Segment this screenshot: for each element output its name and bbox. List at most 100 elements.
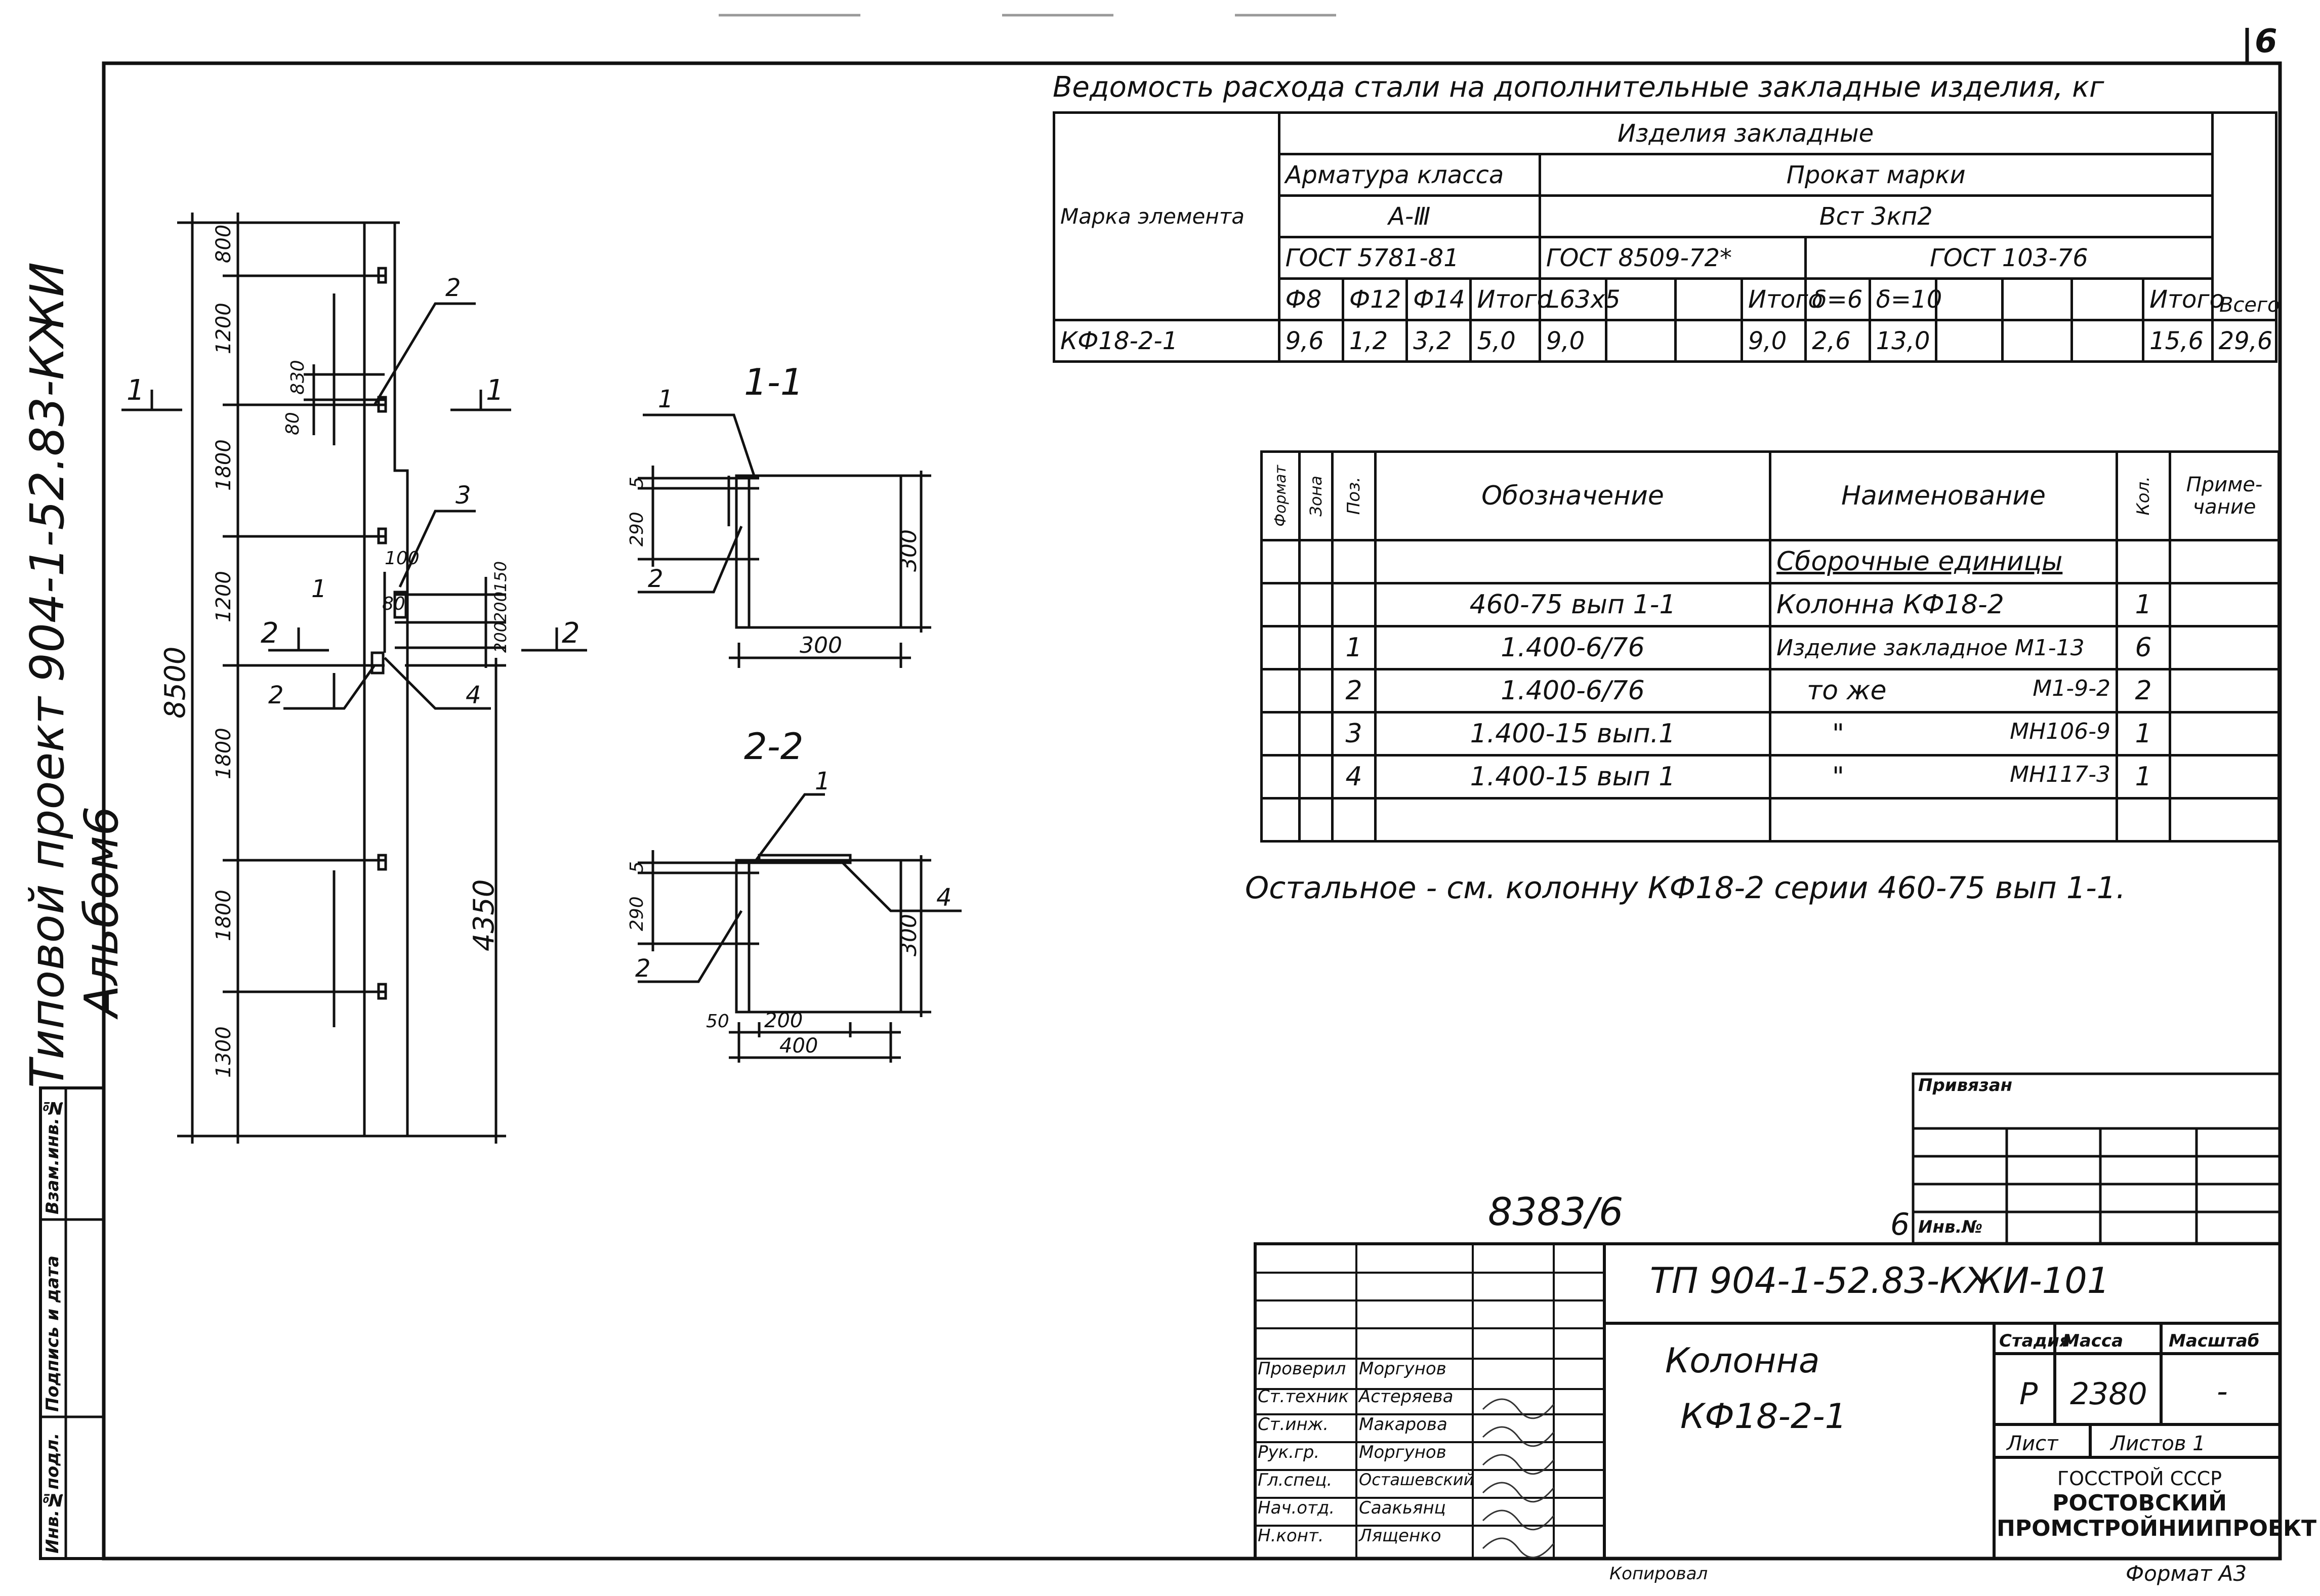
- steel-table-title: Ведомость расхода стали на дополнительны…: [1053, 71, 2104, 104]
- table-cell: [1331, 582, 1377, 627]
- section-2-2: 2-2 1 2 4 5 290 300 50 200 400: [627, 725, 962, 1063]
- spec-table: Формат Зона Поз. Обозначение Наименовани…: [1260, 450, 2280, 843]
- col-h: Ф14: [1405, 277, 1472, 321]
- pos-2a: 2: [445, 274, 461, 302]
- dim-830: 830: [287, 360, 308, 395]
- tb-name-0: Моргунов: [1359, 1359, 1446, 1379]
- tb-name-6: Лященко: [1359, 1526, 1441, 1546]
- dim-800: 800: [212, 225, 235, 263]
- spec-h-note: Приме-чание: [2169, 450, 2280, 541]
- section-2-dim-200: 200: [764, 1009, 803, 1032]
- cell: 3,2: [1405, 319, 1472, 363]
- tb-role-3: Рук.гр.: [1258, 1442, 1320, 1462]
- cut-2-left: 2: [261, 617, 279, 650]
- tb-name-4: Осташевский: [1359, 1470, 1474, 1489]
- table-cell: 4: [1331, 754, 1377, 800]
- rolled-header: Прокат марки: [1538, 153, 2214, 197]
- cell: 9,0: [1740, 319, 1807, 363]
- cut-2-right: 2: [562, 617, 580, 650]
- footer-format: Формат А3: [2126, 1561, 2247, 1586]
- table-cell: 6: [2116, 625, 2171, 670]
- pos-3: 3: [455, 481, 471, 510]
- cell: [1605, 319, 1677, 363]
- table-cell: ": [1832, 719, 1844, 749]
- tb-org2: РОСТОВСКИЙ: [2052, 1490, 2227, 1516]
- section-1-pos-2: 2: [648, 565, 664, 593]
- steel-col-headers: Ф8 Ф12 Ф14 Итого L63х5 Итого δ=6 δ=10 Ит…: [1054, 277, 2276, 321]
- section-2-dim-5: 5: [627, 861, 647, 873]
- col-h: Ф8: [1277, 277, 1344, 321]
- spec-h-designation: Обозначение: [1374, 450, 1771, 541]
- col-h: Ф12: [1341, 277, 1408, 321]
- dim-8500: 8500: [159, 646, 192, 719]
- gost-103: ГОСТ 103-76: [1804, 236, 2214, 280]
- section-1-dim-300h: 300: [800, 633, 842, 658]
- section-2-dim-290: 290: [627, 896, 647, 931]
- col-h: [2001, 277, 2073, 321]
- dim-1800b: 1800: [212, 728, 235, 779]
- cell: 5,0: [1469, 319, 1541, 363]
- row-total: 29,6: [2211, 319, 2278, 363]
- dim-1300: 1300: [212, 1026, 235, 1078]
- spec-row: 4 1.400-15 вып 1 "МН117-3 1: [1260, 754, 2280, 800]
- section-2-dim-300v: 300: [896, 914, 922, 956]
- dim-150: 150: [491, 561, 510, 592]
- cell: 15,6: [2142, 319, 2214, 363]
- rolled-grade: Вст 3кп2: [1538, 194, 2214, 238]
- section-1-dim-5: 5: [627, 477, 647, 488]
- tb-name-3: Моргунов: [1359, 1442, 1446, 1462]
- tb-role-2: Ст.инж.: [1258, 1414, 1329, 1435]
- spec-h-zone: Зона: [1306, 475, 1325, 517]
- col-h: [1934, 277, 2004, 321]
- tb-role-5: Нач.отд.: [1258, 1498, 1335, 1518]
- inv-label: Инв.№: [1918, 1217, 1983, 1237]
- cell: 9,0: [1538, 319, 1608, 363]
- spec-h-name: Наименование: [1769, 450, 2118, 541]
- tb-sheet-label: Лист: [2007, 1432, 2058, 1455]
- section-2-dim-50: 50: [706, 1011, 729, 1032]
- cell: 13,0: [1868, 319, 1937, 363]
- section-2-dim-400: 400: [779, 1034, 818, 1058]
- cell: [2070, 319, 2145, 363]
- cell: [1934, 319, 2004, 363]
- left-stamp-frame: [39, 1086, 105, 1560]
- table-cell: 2: [1331, 668, 1377, 713]
- spec-h-format: Формат: [1271, 465, 1290, 527]
- title-block-frame: [1254, 1242, 2282, 1560]
- tb-role-4: Гл.спец.: [1258, 1470, 1333, 1490]
- table-cell: 1: [2116, 582, 2171, 627]
- col-h: [1674, 277, 1743, 321]
- spec-row: 460-75 вып 1-1 Колонна КФ18-2 1: [1260, 582, 2280, 627]
- table-cell: М1-9-2: [2033, 676, 2110, 701]
- section-1-dim-290: 290: [627, 512, 647, 547]
- footer-copied: Копировал: [1609, 1564, 1708, 1584]
- inv-side: 6: [1890, 1207, 1910, 1242]
- cell: [2001, 319, 2073, 363]
- dim-100: 100: [385, 548, 420, 569]
- table-cell: МН106-9: [2010, 719, 2110, 744]
- tb-stage-label: Стадия: [1999, 1331, 2070, 1351]
- group-header: Изделия закладные: [1277, 111, 2214, 155]
- table-cell: 1: [2116, 711, 2171, 757]
- steel-total-header: Всего: [2219, 293, 2280, 317]
- tb-name-2: Макарова: [1359, 1414, 1447, 1435]
- dim-200a: 200: [491, 592, 510, 622]
- spec-row: 3 1.400-15 вып.1 "МН106-9 1: [1260, 711, 2280, 757]
- tb-role-6: Н.конт.: [1258, 1526, 1324, 1546]
- cut-1-right: 1: [486, 374, 504, 407]
- section-1-pos-1: 1: [658, 385, 674, 413]
- dim-80b: 80: [382, 594, 405, 614]
- privyazan-label: Привязан: [1918, 1075, 2013, 1096]
- general-note: Остальное - см. колонну КФ18-2 серии 460…: [1245, 870, 2126, 906]
- table-cell: 1.400-15 вып 1: [1374, 754, 1771, 800]
- tb-org1: ГОССТРОЙ СССР: [2057, 1467, 2222, 1490]
- archive-number: 8383/6: [1488, 1189, 1624, 1234]
- tb-stage: Р: [2019, 1376, 2038, 1412]
- col-h: [2070, 277, 2145, 321]
- steel-table: Марка элемента Изделия закладные Арматур…: [1053, 111, 2278, 363]
- tb-org3: ПРОМСТРОЙНИИПРОЕКТ: [1997, 1516, 2317, 1541]
- col-h: δ=6: [1804, 277, 1871, 321]
- stamp-signature-date: Подпись и дата: [43, 1255, 63, 1412]
- cell: 2,6: [1804, 319, 1871, 363]
